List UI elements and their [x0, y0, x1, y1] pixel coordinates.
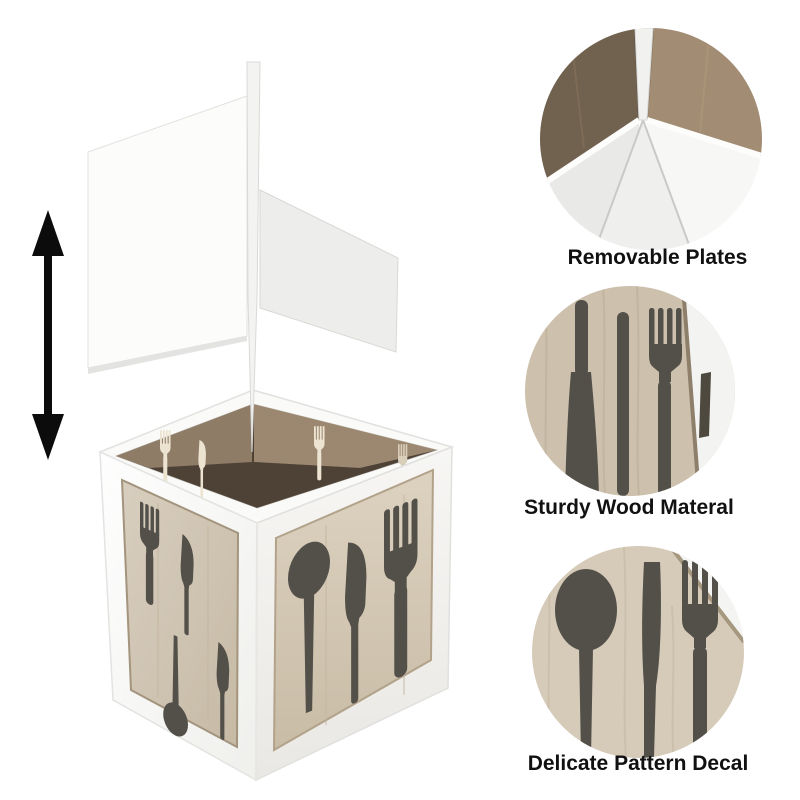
divider-edge-blade: [246, 61, 261, 453]
fork-silhouette-icon: [649, 308, 682, 496]
box-left-face: [99, 450, 258, 782]
box-interior: [114, 403, 439, 509]
callout-label-pattern-decal: Delicate Pattern Decal: [527, 752, 749, 775]
wood-material-closeup: [525, 286, 735, 496]
knife-silhouette-icon: [642, 562, 661, 758]
interior-wall-left: [540, 28, 639, 186]
utensil-box: [98, 389, 455, 782]
double-arrow-icon: [32, 210, 64, 460]
pattern-decal-closeup: [532, 546, 744, 758]
fork-silhouette-icon: [682, 560, 718, 758]
removable-plates-closeup: [540, 28, 762, 250]
callout-pattern-decal: [532, 546, 744, 758]
interior-shadow: [116, 450, 437, 508]
knife-silhouette-icon: [565, 300, 599, 496]
callout-label-removable-plates: Removable Plates: [567, 246, 748, 269]
interior-right-wall: [253, 404, 437, 468]
box-right-face: [255, 445, 453, 782]
divider-plates: [87, 61, 399, 453]
divider-left-plate: [87, 95, 248, 369]
spoon-silhouette-icon: [555, 569, 617, 758]
frame-slot: [699, 372, 711, 438]
interior-left-wall: [116, 404, 253, 468]
divider-right-plate: [259, 189, 399, 353]
callout-sturdy-wood: [525, 286, 735, 496]
divider-edge: [634, 28, 654, 121]
product-illustration: [32, 61, 455, 782]
handle-silhouette-icon: [617, 312, 629, 496]
callout-removable-plates: [540, 28, 762, 250]
callout-label-sturdy-wood: Sturdy Wood Materal: [524, 496, 734, 519]
